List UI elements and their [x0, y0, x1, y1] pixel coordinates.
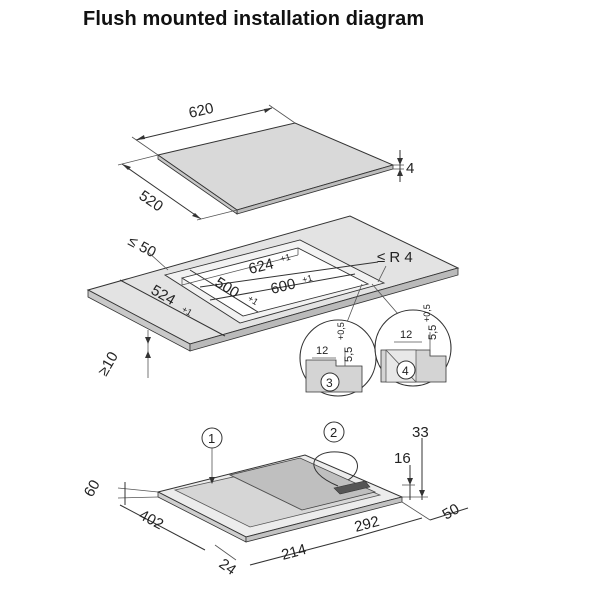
dim-label-4: 4: [406, 160, 414, 177]
dim-label-33: 33: [412, 424, 429, 441]
dim-label-radius: ≤ R 4: [377, 249, 413, 266]
dim-outer-width: 624 +1: [199, 252, 379, 288]
dim-radius: ≤ R 4: [377, 249, 413, 283]
dim-bottom-side: 50: [401, 500, 469, 523]
dim-tol-600: +1: [301, 273, 313, 285]
power-cable: [313, 451, 358, 487]
dim-label-624: 624: [247, 255, 275, 278]
installed-hob: [156, 454, 404, 543]
detail-3-depth: 5,5: [343, 347, 355, 362]
detail-3-width: 12: [316, 345, 328, 357]
dim-tol-624: +1: [279, 252, 291, 264]
page-title: Flush mounted installation diagram: [83, 8, 425, 30]
detail-4-tol: +0,5: [422, 304, 432, 322]
callout-2-label: 2: [330, 425, 337, 440]
dim-label-16: 16: [394, 450, 411, 467]
hob-panel: [156, 122, 395, 215]
dim-bottom-mid: 16: [394, 450, 415, 500]
callout-1: 1: [201, 427, 223, 484]
callout-2: 2: [323, 421, 345, 443]
dim-label-50: 50: [440, 500, 463, 523]
dim-bottom-height: 60: [81, 477, 159, 505]
dim-bottom-right: 292: [344, 513, 423, 541]
dim-label-214: 214: [280, 541, 309, 564]
dim-bottom-top: 33: [402, 424, 429, 500]
detail-4-width: 12: [400, 329, 412, 341]
dim-hob-thickness: 4: [393, 150, 414, 182]
detail-4-number: 4: [402, 364, 409, 378]
dim-label-292: 292: [353, 513, 382, 536]
detail-circle-4: 12 5,5 +0,5 4: [374, 304, 452, 387]
detail-3-tol: +0,5: [336, 322, 346, 340]
detail-4-depth: 5,5: [427, 325, 439, 340]
dim-inner-width: 600 +1: [209, 273, 356, 301]
dim-hob-width: 620: [131, 100, 296, 156]
dim-bottom-edge: 24: [214, 544, 239, 579]
dim-label-ge10: ≥10: [95, 349, 122, 379]
dim-worktop-min: ≥10: [95, 330, 151, 379]
dim-label-24: 24: [216, 555, 239, 578]
detail-3-number: 3: [326, 376, 333, 390]
detail-circle-3: 12 5,5 +0,5 3: [299, 319, 377, 397]
dim-label-60: 60: [81, 477, 104, 500]
callout-1-label: 1: [208, 431, 215, 446]
dim-tol-524: +1: [180, 304, 194, 318]
dim-label-402: 402: [136, 507, 166, 534]
dim-label-600: 600: [269, 275, 297, 298]
dim-tol-500: +1: [246, 293, 260, 307]
dim-bottom-front: 214: [249, 539, 346, 566]
dim-rebate-min: ≤ 50: [125, 233, 169, 271]
dim-label-620: 620: [187, 100, 215, 122]
